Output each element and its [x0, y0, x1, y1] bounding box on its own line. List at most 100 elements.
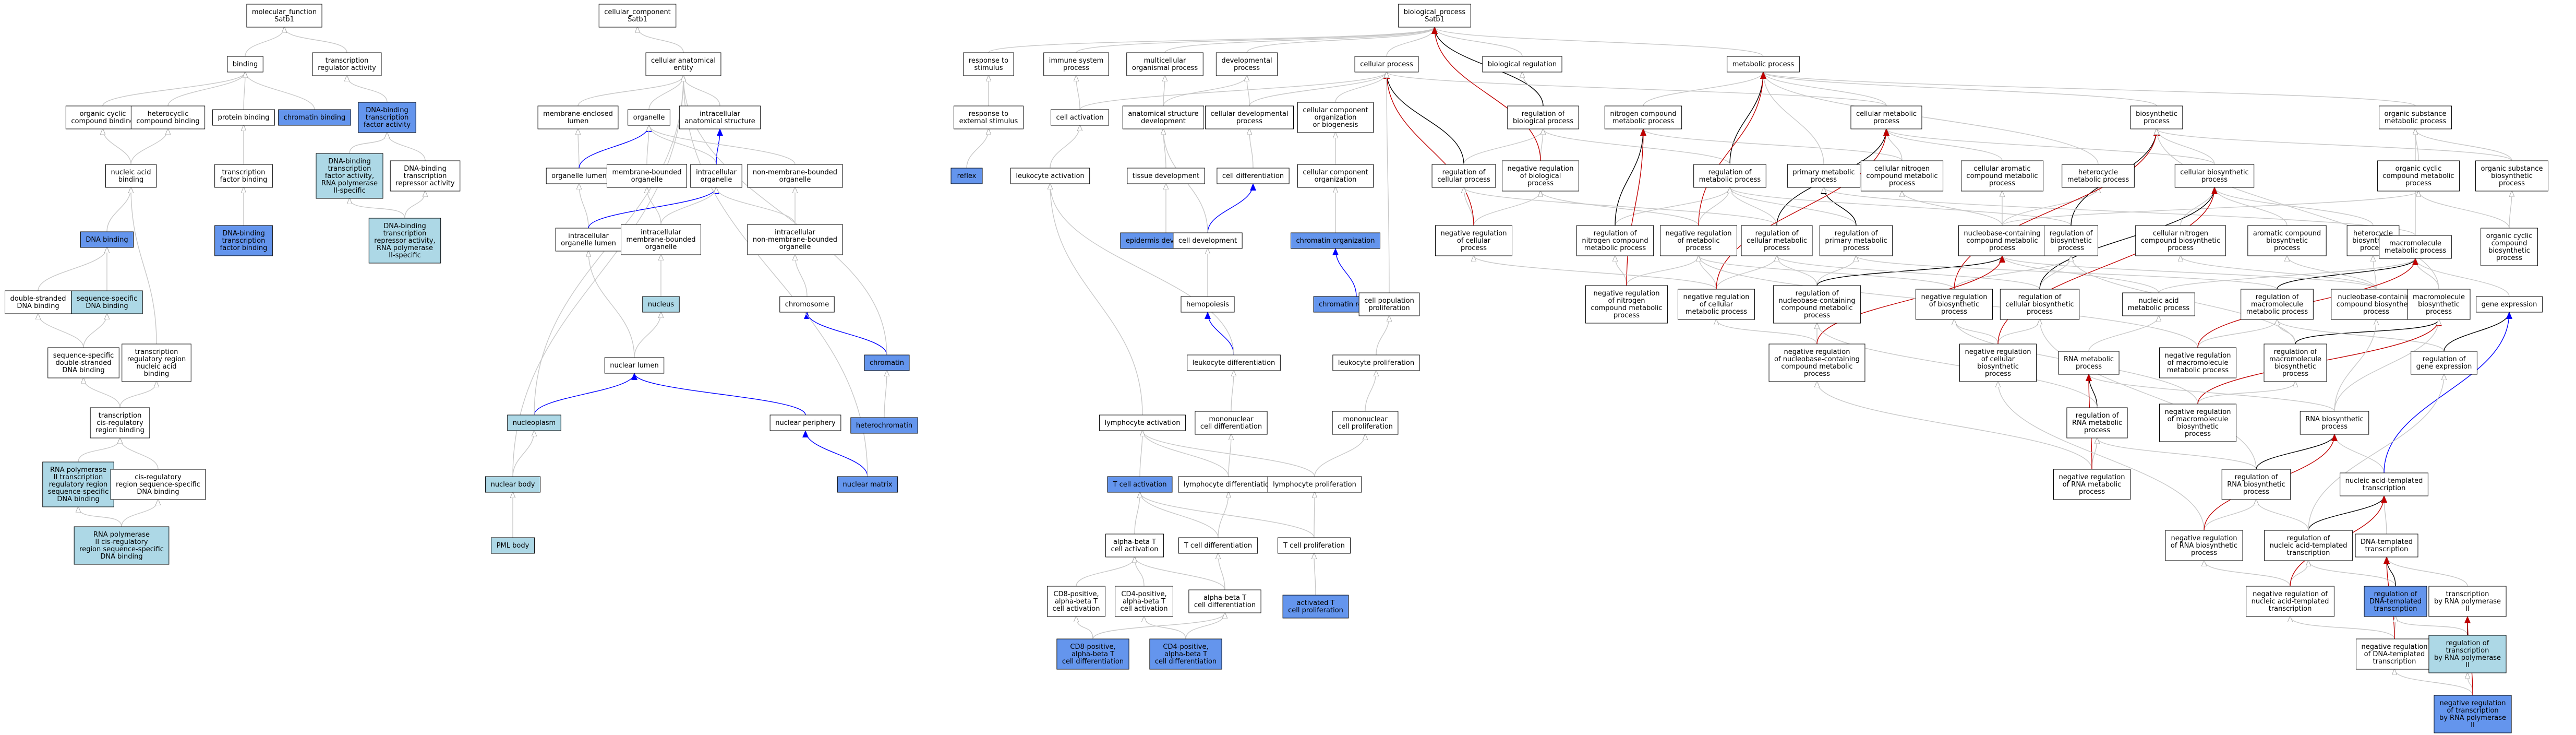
term-node-chorg[interactable]: chromatin organization [1291, 232, 1380, 249]
term-node-pb[interactable]: protein binding [212, 109, 275, 126]
term-node-tcp[interactable]: T cell proliferation [1278, 537, 1351, 554]
term-node-celldev[interactable]: cell development [1173, 232, 1243, 249]
term-node-orgl[interactable]: organelle lumen [546, 168, 612, 184]
term-node-dnab[interactable]: DNA binding [80, 231, 134, 248]
term-node-ge[interactable]: gene expression [2476, 296, 2543, 313]
term-node-pml[interactable]: PML body [491, 537, 535, 554]
term-node-nm[interactable]: nuclear matrix [837, 476, 898, 493]
term-node-tca[interactable]: T cell activation [1107, 476, 1173, 493]
term-node-tcd[interactable]: T cell differentiation [1178, 537, 1258, 554]
term-node-chromosome[interactable]: chromosome [779, 296, 835, 313]
term-node-nl[interactable]: nuclear lumen [604, 357, 665, 374]
term-node-reflex[interactable]: reflex [950, 168, 983, 184]
term-node-nucleoplasm[interactable]: nucleoplasm [507, 414, 561, 431]
term-node-br[interactable]: biological regulation [1482, 56, 1562, 73]
term-node-hemo[interactable]: hemopoiesis [1181, 296, 1235, 313]
term-node-chb[interactable]: chromatin binding [278, 109, 351, 126]
term-node-cp[interactable]: cellular process [1354, 56, 1419, 73]
term-node-lymd[interactable]: lymphocyte differentiation [1178, 476, 1279, 493]
term-node-lyma[interactable]: lymphocyte activation [1099, 414, 1186, 431]
term-node-het[interactable]: heterochromatin [850, 417, 918, 434]
term-node-la[interactable]: leukocyte activation [1010, 168, 1090, 184]
term-node-org[interactable]: organelle [628, 109, 670, 126]
term-node-nucleus[interactable]: nucleus [642, 296, 680, 313]
term-node-lymp[interactable]: lymphocyte proliferation [1267, 476, 1362, 493]
term-node-chromatin[interactable]: chromatin [864, 354, 910, 371]
term-node-lp[interactable]: leukocyte proliferation [1332, 354, 1420, 371]
